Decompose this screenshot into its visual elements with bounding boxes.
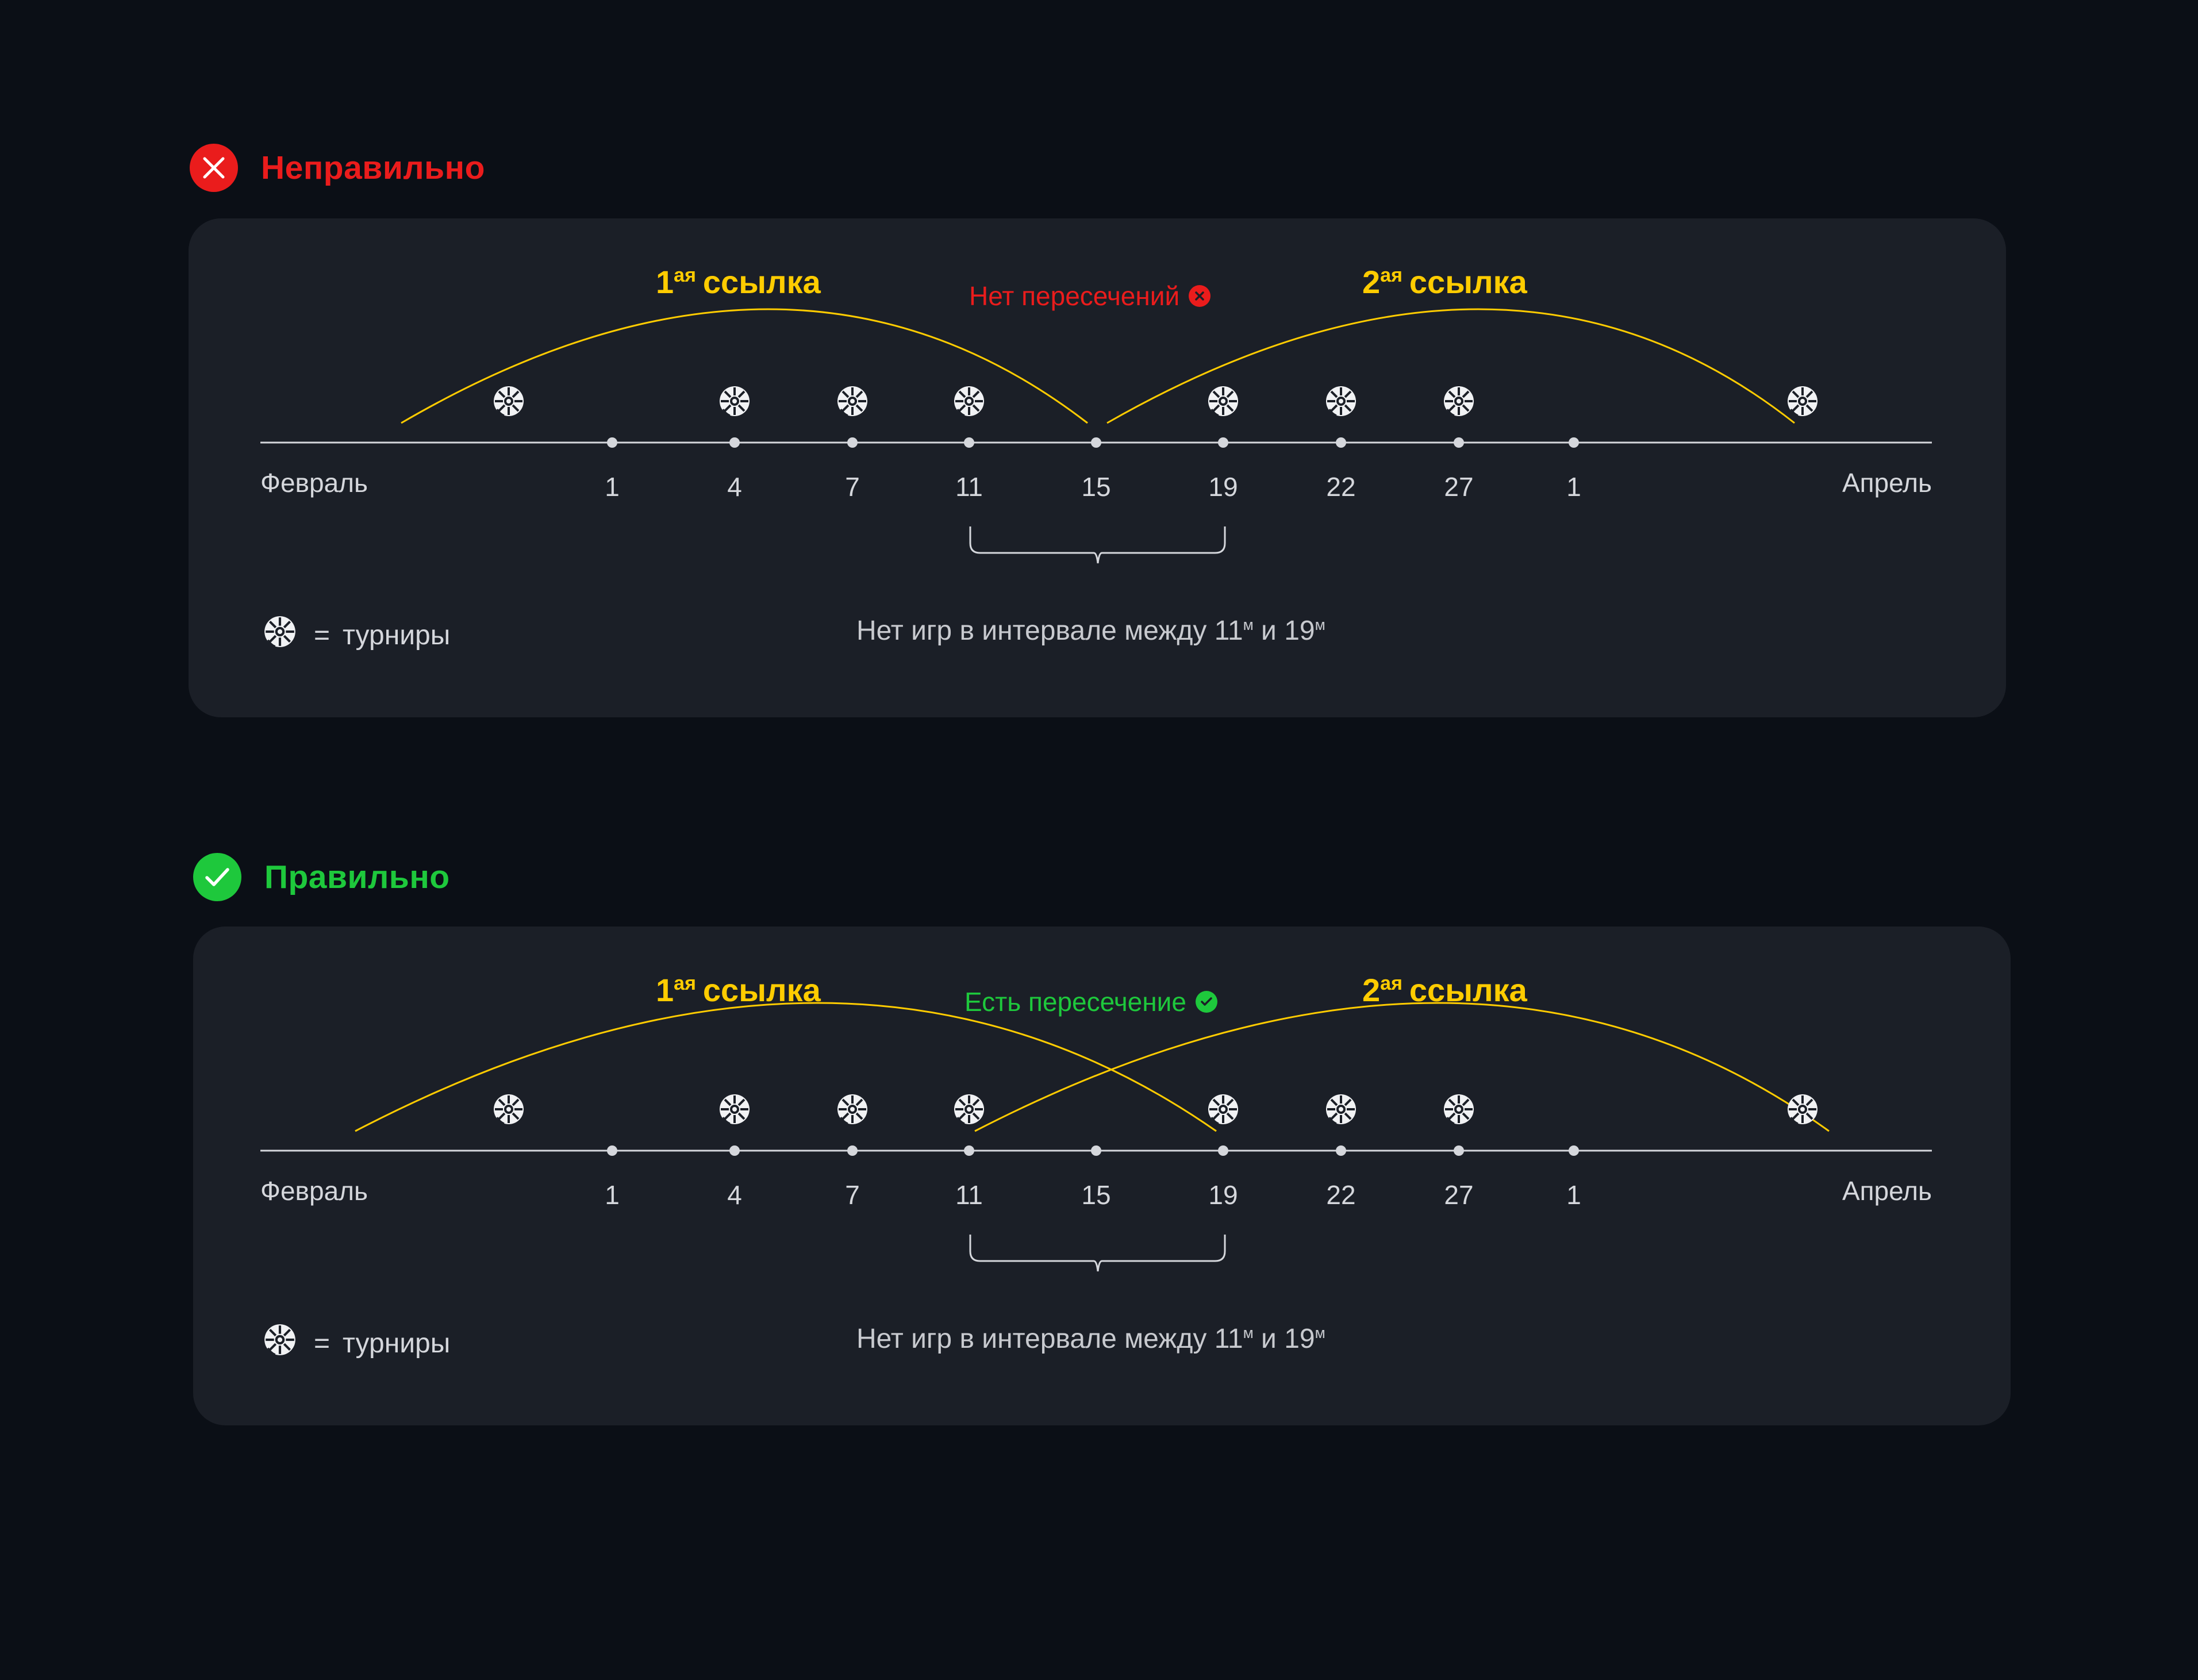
wrong-title: Неправильно bbox=[261, 149, 485, 186]
tick-dot bbox=[1569, 437, 1579, 448]
tournament-ball-icon bbox=[1208, 1094, 1238, 1125]
tournament-ball-icon bbox=[494, 386, 524, 417]
check-circle-icon bbox=[1195, 991, 1217, 1013]
tick-dot bbox=[1454, 1145, 1464, 1156]
tick-dots bbox=[607, 1145, 1579, 1156]
tick-dot bbox=[1218, 437, 1228, 448]
interval-note: Нет игр в интервале между 11м и 19м bbox=[856, 616, 1325, 646]
tournament-ball-icon bbox=[954, 386, 984, 417]
tick-dot bbox=[1569, 1145, 1579, 1156]
legend-equals: = bbox=[314, 620, 331, 651]
tick-label: 19 bbox=[1208, 472, 1238, 502]
tick-labels: 1 4 7 11 15 19 22 27 1 bbox=[605, 1180, 1581, 1210]
tournament-ball-icon bbox=[720, 386, 750, 417]
tick-dot bbox=[607, 1145, 617, 1156]
tick-dot bbox=[964, 1145, 974, 1156]
interval-note: Нет игр в интервале между 11м и 19м bbox=[856, 1324, 1325, 1354]
cross-icon bbox=[190, 144, 238, 192]
tournament-ball-icon bbox=[1788, 386, 1817, 417]
tick-label: 1 bbox=[605, 1180, 620, 1210]
link1-arc bbox=[401, 308, 1088, 424]
link2-arc bbox=[1106, 308, 1795, 424]
tick-label: 7 bbox=[845, 1180, 860, 1210]
cross-circle-icon bbox=[1189, 285, 1211, 307]
tick-labels: 1 4 7 11 15 19 22 27 1 bbox=[605, 472, 1581, 502]
tick-label: 15 bbox=[1081, 1180, 1110, 1210]
tick-dot bbox=[607, 437, 617, 448]
tick-label: 22 bbox=[1326, 472, 1355, 502]
check-icon bbox=[193, 853, 241, 901]
legend-label: турниры bbox=[343, 620, 451, 651]
interval-brace bbox=[969, 1235, 1226, 1272]
interval-brace bbox=[969, 526, 1226, 564]
tick-dot bbox=[1336, 437, 1346, 448]
tick-dot bbox=[847, 1145, 858, 1156]
tournament-ball-icon bbox=[262, 614, 298, 656]
tick-dot bbox=[729, 437, 740, 448]
tick-label: 1 bbox=[1566, 1180, 1581, 1210]
tournament-ball-icon bbox=[1444, 386, 1474, 417]
tournament-markers bbox=[494, 386, 1817, 417]
legend: = турниры bbox=[262, 614, 450, 656]
link2-arc bbox=[974, 1002, 1830, 1132]
tick-dot bbox=[964, 437, 974, 448]
tick-dots bbox=[607, 437, 1579, 448]
tick-label: 22 bbox=[1326, 1180, 1355, 1210]
tick-label: 15 bbox=[1081, 472, 1110, 502]
tournament-ball-icon bbox=[954, 1094, 984, 1125]
tick-dot bbox=[1336, 1145, 1346, 1156]
tournament-ball-icon bbox=[1444, 1094, 1474, 1125]
tick-dot bbox=[1091, 437, 1101, 448]
tournament-ball-icon bbox=[1208, 386, 1238, 417]
timeline-end-label: Апрель bbox=[1842, 468, 1932, 498]
tick-dot bbox=[847, 437, 858, 448]
tick-dot bbox=[1091, 1145, 1101, 1156]
tick-label: 27 bbox=[1444, 1180, 1473, 1210]
intersection-label: Есть пересечение bbox=[964, 986, 1217, 1017]
legend-label: турниры bbox=[343, 1328, 451, 1359]
tick-dot bbox=[1454, 437, 1464, 448]
tournament-ball-icon bbox=[494, 1094, 524, 1125]
tick-label: 4 bbox=[727, 1180, 742, 1210]
tournament-ball-icon bbox=[720, 1094, 750, 1125]
tournament-ball-icon bbox=[1326, 386, 1356, 417]
tick-label: 11 bbox=[955, 472, 983, 502]
tournament-ball-icon bbox=[837, 386, 867, 417]
tournament-markers bbox=[494, 1094, 1817, 1125]
tournament-ball-icon bbox=[837, 1094, 867, 1125]
tick-label: 1 bbox=[605, 472, 620, 502]
tick-label: 1 bbox=[1566, 472, 1581, 502]
legend: = турниры bbox=[262, 1322, 450, 1364]
tick-dot bbox=[1218, 1145, 1228, 1156]
legend-equals: = bbox=[314, 1328, 331, 1359]
tournament-ball-icon bbox=[1326, 1094, 1356, 1125]
tick-label: 4 bbox=[727, 472, 742, 502]
tournament-ball-icon bbox=[262, 1322, 298, 1364]
tick-dot bbox=[729, 1145, 740, 1156]
tick-label: 7 bbox=[845, 472, 860, 502]
tournament-ball-icon bbox=[1788, 1094, 1817, 1125]
right-header: Правильно bbox=[193, 853, 450, 901]
right-title: Правильно bbox=[264, 859, 450, 895]
no-intersection-label: Нет пересечений bbox=[969, 280, 1211, 312]
timeline-end-label: Апрель bbox=[1842, 1176, 1932, 1206]
timeline-start-label: Февраль bbox=[260, 468, 368, 498]
tick-label: 27 bbox=[1444, 472, 1473, 502]
tick-label: 11 bbox=[955, 1180, 983, 1210]
timeline-start-label: Февраль bbox=[260, 1176, 368, 1206]
tick-label: 19 bbox=[1208, 1180, 1238, 1210]
link1-arc bbox=[355, 1002, 1217, 1132]
wrong-header: Неправильно bbox=[190, 144, 485, 192]
